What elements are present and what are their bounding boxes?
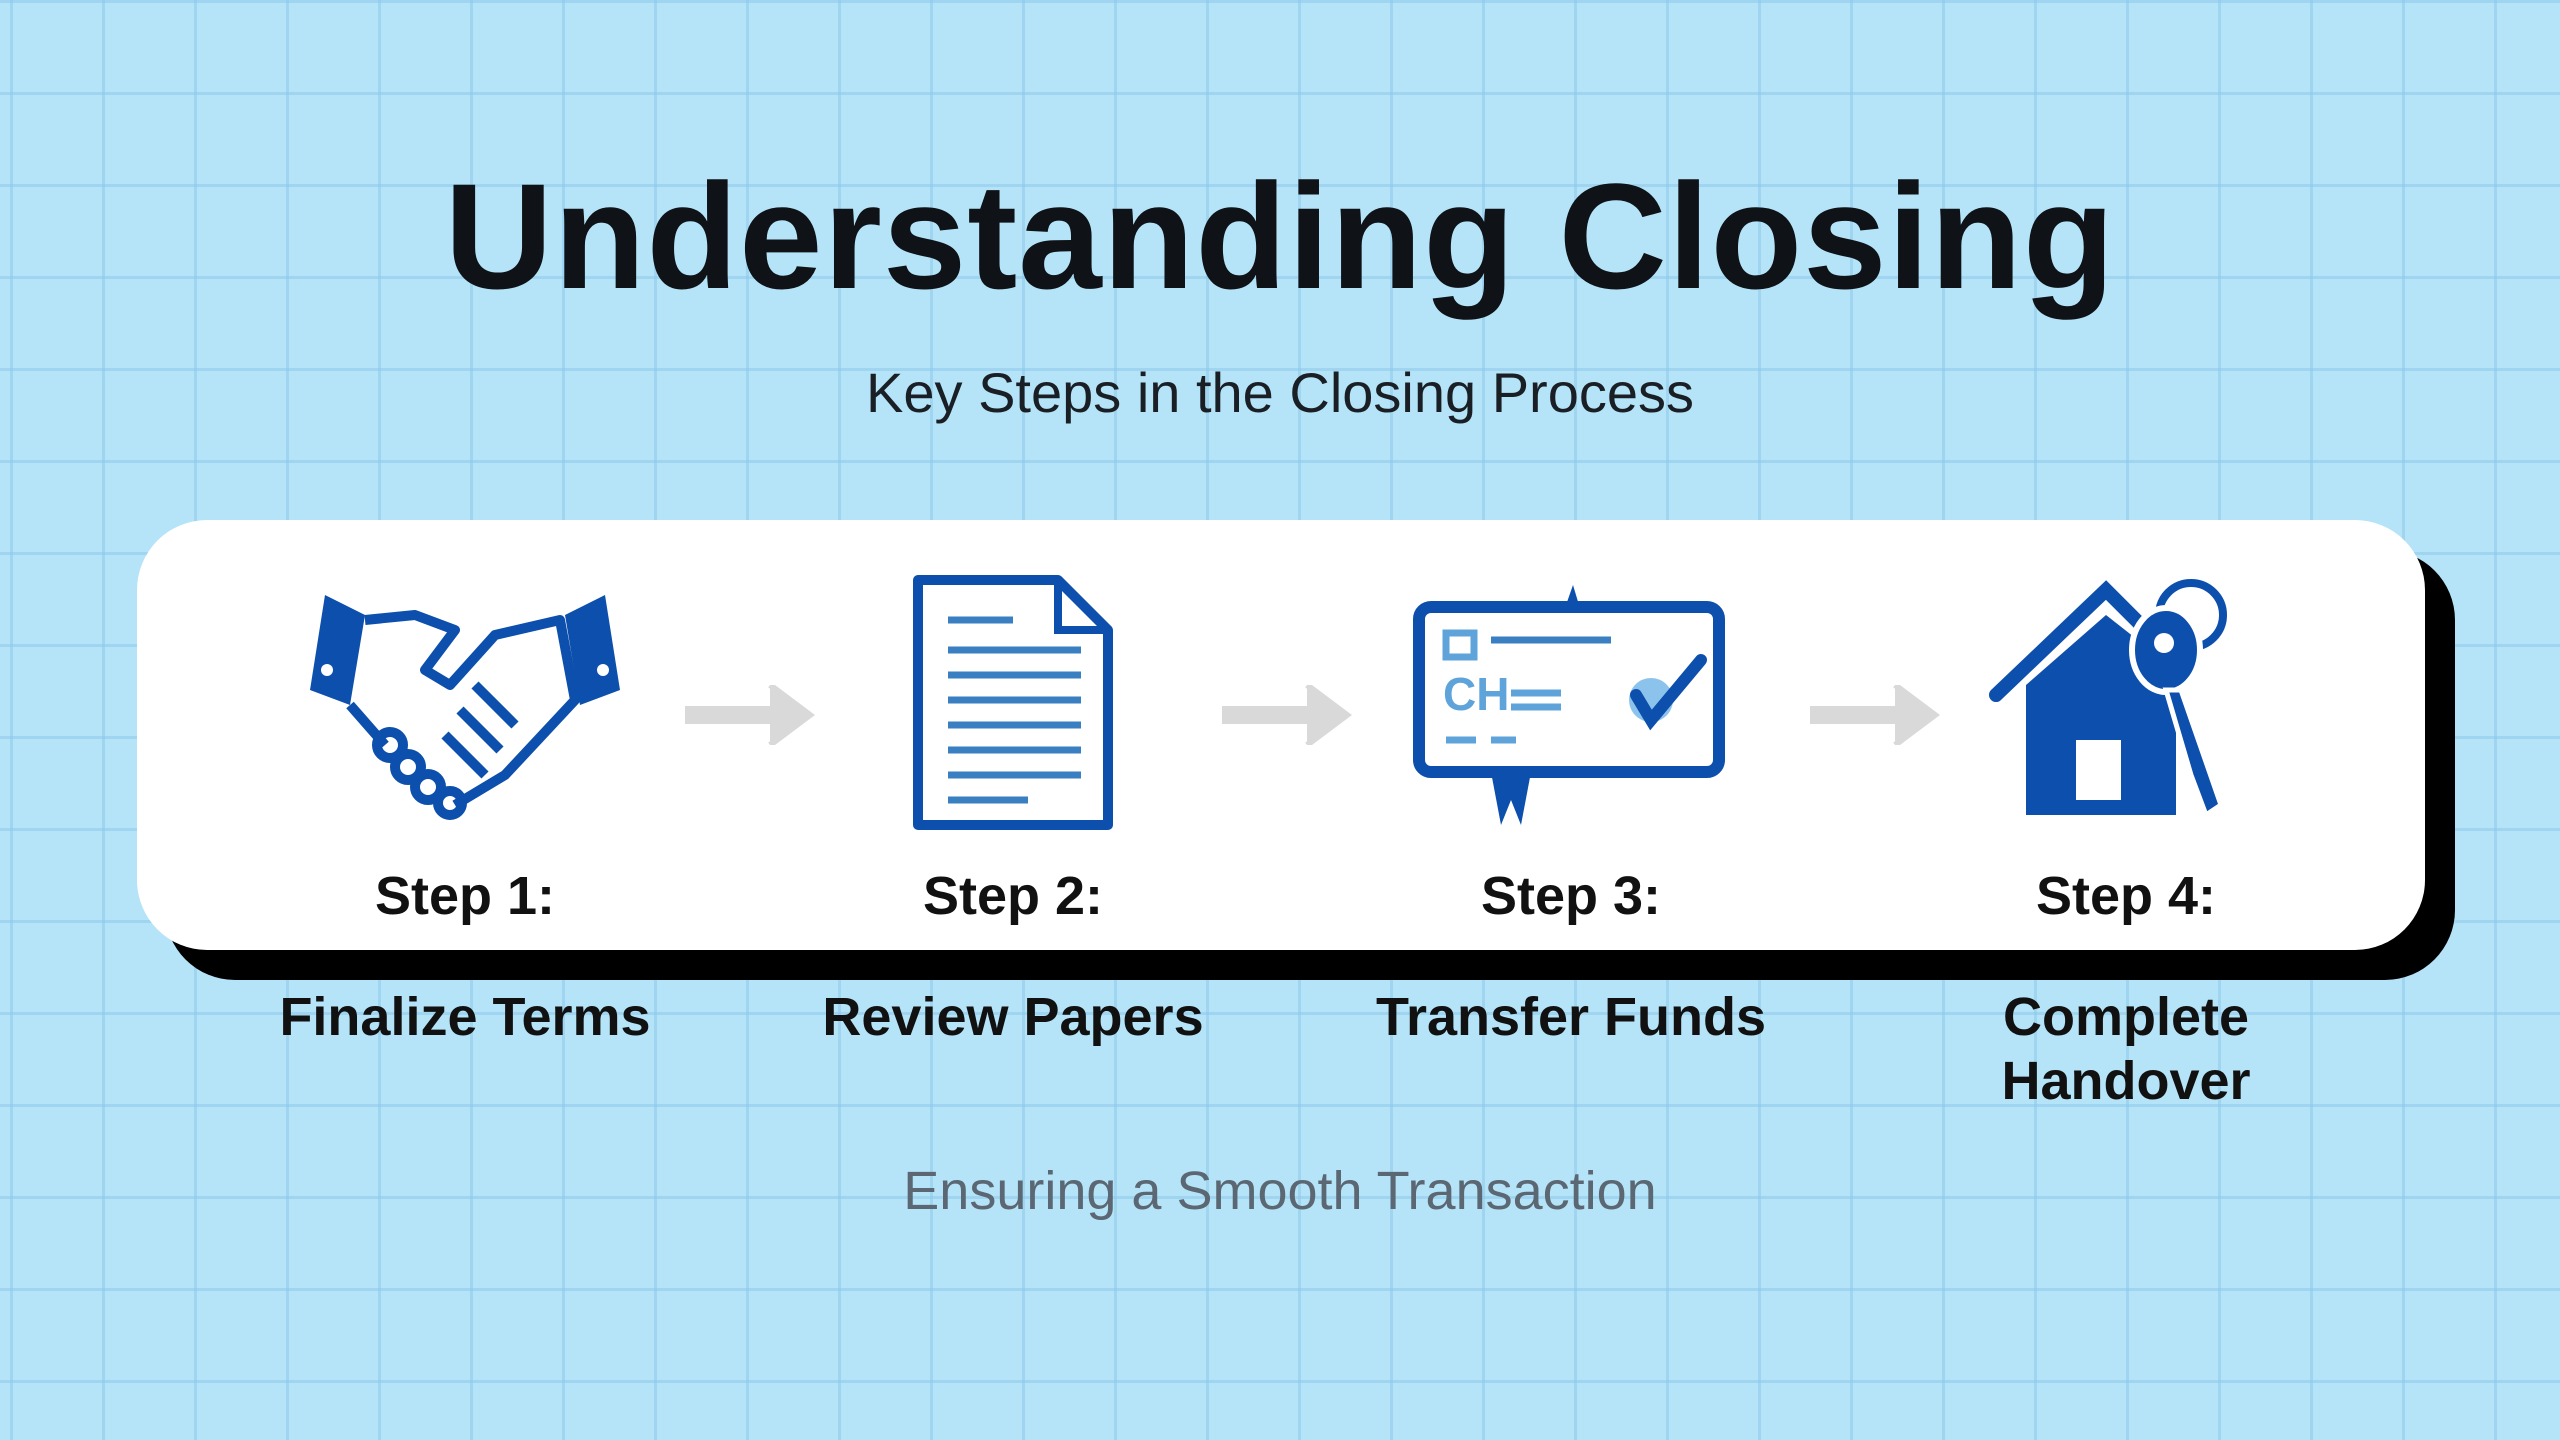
page-subtitle: Key Steps in the Closing Process: [866, 361, 1694, 424]
step-4-label: Step 4:: [2035, 866, 2217, 926]
step-3-name: Transfer Funds: [1375, 987, 1767, 1047]
step-3-label: Step 3:: [1480, 866, 1662, 926]
handshake-icon: [310, 595, 620, 820]
arrow-right-icon: [1810, 685, 1940, 745]
check-payment-icon: CH: [1413, 585, 1725, 825]
house-key-icon: [1989, 579, 2227, 819]
step-1-label: Step 1:: [374, 866, 556, 926]
step-4-name: Complete Handover: [2001, 987, 2251, 1111]
arrow-right-icon: [1222, 685, 1352, 745]
arrow-right-icon: [685, 685, 815, 745]
page-title: Understanding Closing: [444, 152, 2116, 320]
document-icon: [913, 575, 1113, 830]
step-1-name: Finalize Terms: [279, 987, 651, 1047]
footer-tagline: Ensuring a Smooth Transaction: [903, 1161, 1657, 1221]
check-text: CH: [1443, 668, 1509, 720]
step-2-name: Review Papers: [822, 987, 1204, 1047]
step-2-label: Step 2:: [922, 866, 1104, 926]
